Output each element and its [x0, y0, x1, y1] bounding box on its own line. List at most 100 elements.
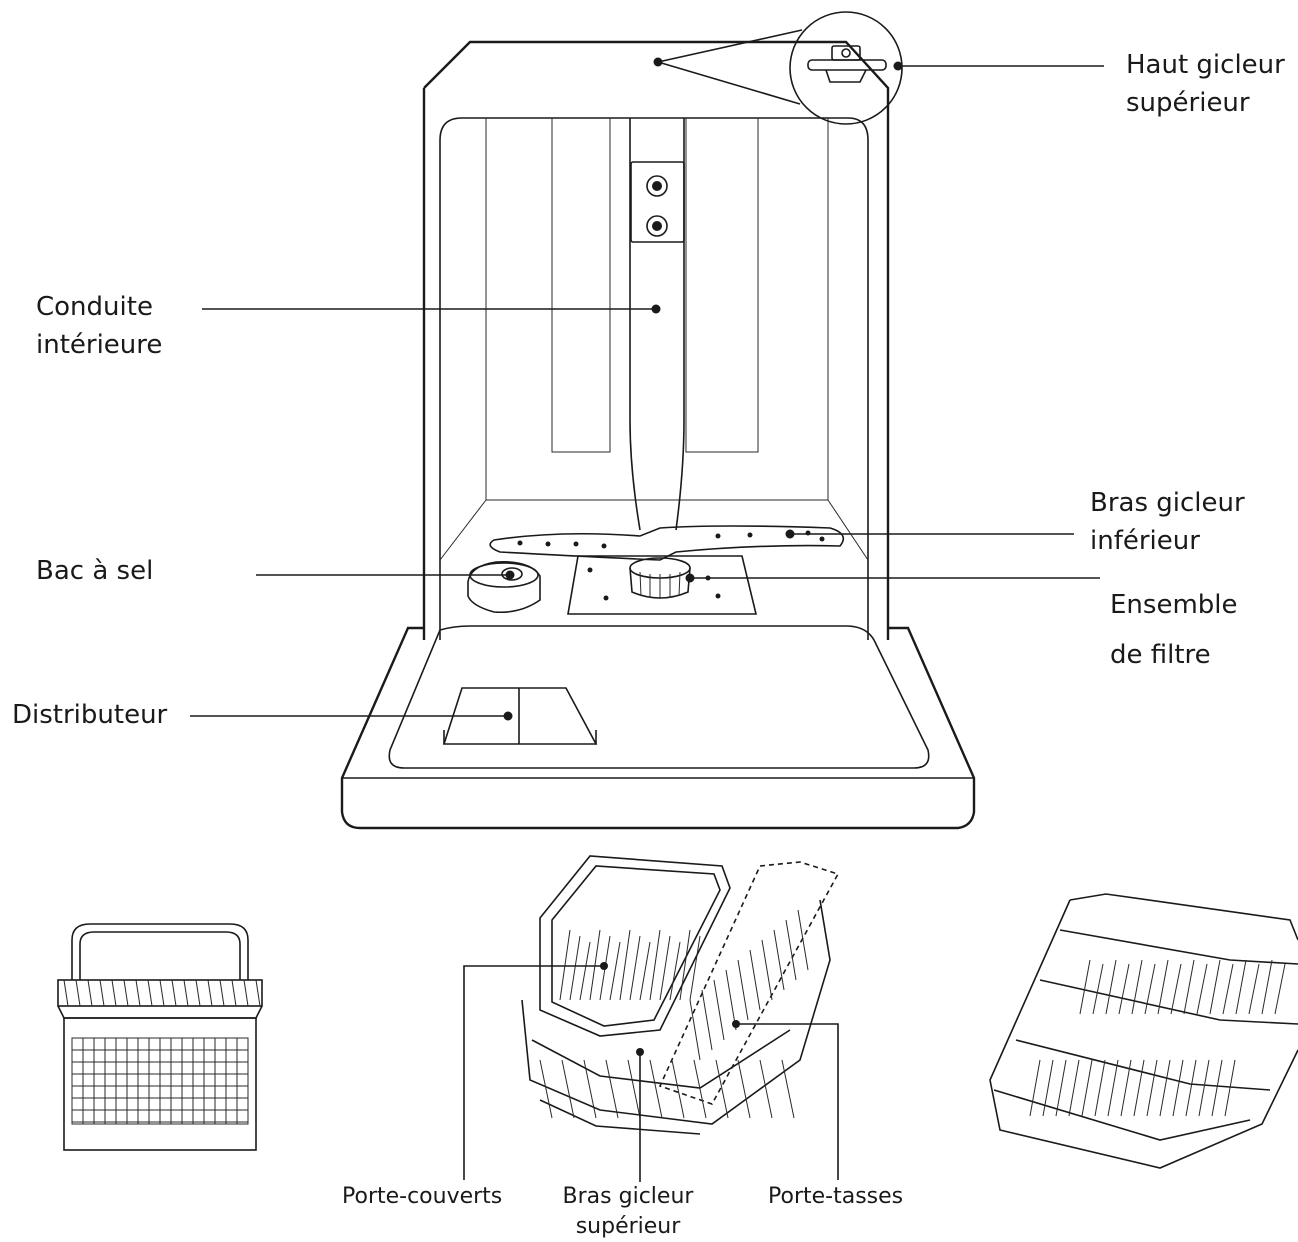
label-filter-assembly-line1: Ensemble: [1110, 590, 1238, 620]
label-top-spray-arm-line1: Haut gicleur: [1126, 50, 1285, 80]
label-filter-assembly-line2: de filtre: [1110, 640, 1211, 670]
rack-wire: [669, 941, 681, 1001]
lower-rack-wire: [1105, 959, 1117, 1015]
lower-rack-wire: [1068, 1059, 1080, 1117]
rack-wire: [609, 941, 621, 1001]
basket-lid-slot: [171, 979, 177, 1007]
lower-rack-wire: [1055, 1059, 1067, 1117]
basket-lid-slot: [111, 979, 117, 1007]
lower-rack-wire: [1092, 963, 1104, 1015]
rack-wire: [689, 999, 701, 1061]
label-inner-pipe-line2: intérieure: [36, 330, 163, 360]
lower-rack-wire: [1198, 1059, 1210, 1117]
label-top-spray-arm: Haut gicleur supérieur: [1126, 46, 1285, 122]
lower-rack-wire: [1133, 1059, 1145, 1117]
lower-rack-wire: [1235, 959, 1247, 1015]
upper-rack: [521, 855, 840, 1135]
rack-wire: [539, 1059, 553, 1119]
label-lower-spray-arm: Bras gicleur inférieur: [1090, 484, 1245, 560]
rack-wire: [713, 979, 725, 1041]
lower-rack-wire: [1183, 959, 1195, 1015]
top-spray-arm-detail: [653, 11, 903, 125]
label-inner-pipe: Conduite intérieure: [36, 288, 162, 364]
upper-rack-wires: [539, 909, 809, 1119]
filter-assembly: [567, 555, 758, 615]
rack-wire: [569, 935, 581, 1001]
lower-rack-wire: [1211, 1059, 1223, 1117]
rack-wire: [725, 969, 737, 1031]
rack-wire: [559, 929, 571, 1001]
basket-lid-slot: [207, 979, 213, 1007]
basket-lid-slot: [99, 979, 105, 1007]
lower-rack-wire: [1107, 1059, 1119, 1117]
lower-rack-wire: [1094, 1059, 1106, 1117]
lower-rack-wire: [1172, 1059, 1184, 1117]
dispenser-drawing: [442, 687, 598, 745]
rack-wire: [561, 1059, 575, 1119]
rack-wire: [759, 1059, 773, 1119]
lower-rack-wire: [1118, 963, 1130, 1015]
rack-wire: [737, 959, 749, 1021]
rack-wire: [689, 935, 701, 1001]
rack-wire: [605, 1059, 619, 1119]
dishwasher-tub: [422, 40, 890, 640]
rack-wire: [619, 929, 631, 1001]
lower-rack-wire: [1274, 963, 1286, 1015]
rack-wire: [579, 941, 591, 1001]
salt-container-cap: [467, 560, 541, 614]
rack-wire: [785, 919, 797, 981]
label-cutlery-rack: Porte-couverts: [342, 1184, 503, 1209]
lower-rack: [989, 893, 1298, 1169]
basket-lid-slot: [243, 979, 249, 1007]
basket-lid-slot: [147, 979, 153, 1007]
rack-wire: [627, 1059, 641, 1119]
lower-rack-wire: [1081, 1059, 1093, 1117]
rack-wire: [639, 941, 651, 1001]
basket-lid-slot: [63, 979, 69, 1007]
lower-rack-wire: [1196, 963, 1208, 1015]
lower-rack-wire: [1157, 959, 1169, 1015]
rack-wire: [671, 1059, 685, 1119]
rack-wire: [649, 1059, 663, 1119]
label-salt-container: Bac à sel: [36, 556, 154, 586]
lower-rack-wire: [1146, 1059, 1158, 1117]
lower-rack-wire: [1120, 1059, 1132, 1117]
rack-wire: [797, 909, 809, 971]
label-dispenser: Distributeur: [12, 700, 168, 730]
basket-lid-slot: [255, 979, 261, 1007]
basket-lid-slot: [195, 979, 201, 1007]
lower-rack-wire: [1159, 1059, 1171, 1117]
basket-lid-slot: [123, 979, 129, 1007]
rack-wire: [781, 1059, 795, 1119]
label-inner-pipe-line1: Conduite: [36, 292, 153, 322]
rack-wire: [761, 939, 773, 1001]
label-cup-shelf: Porte-tasses: [768, 1184, 904, 1209]
dishwasher-door: [340, 625, 976, 830]
rack-wire: [701, 989, 713, 1051]
lower-rack-wire: [1224, 1059, 1236, 1117]
rack-leader-lines: [463, 962, 839, 1182]
rack-wire: [773, 929, 785, 991]
lower-spray-arm: [489, 525, 845, 561]
lower-rack-wire: [1248, 963, 1260, 1015]
lower-rack-wire: [1170, 963, 1182, 1015]
lower-rack-wire: [1029, 1059, 1041, 1117]
lower-rack-wire: [1144, 963, 1156, 1015]
lower-rack-wire: [1222, 963, 1234, 1015]
basket-lid-slot: [219, 979, 225, 1007]
label-top-spray-arm-line2: supérieur: [1126, 88, 1250, 118]
rack-wire: [749, 949, 761, 1011]
basket-lid-slot: [231, 979, 237, 1007]
rack-wire: [589, 929, 601, 1001]
basket-grid: [63, 979, 261, 1124]
label-lower-spray-arm-line1: Bras gicleur: [1090, 488, 1245, 518]
lower-rack-wire: [1079, 959, 1091, 1015]
lower-rack-wire: [1261, 959, 1273, 1015]
label-lower-spray-arm-line2: inférieur: [1090, 526, 1200, 556]
rack-wire: [679, 929, 691, 1001]
label-upper-spray-arm-line1: Bras gicleur: [562, 1184, 694, 1209]
rack-wire: [715, 1059, 729, 1119]
lower-rack-wire: [1042, 1059, 1054, 1117]
